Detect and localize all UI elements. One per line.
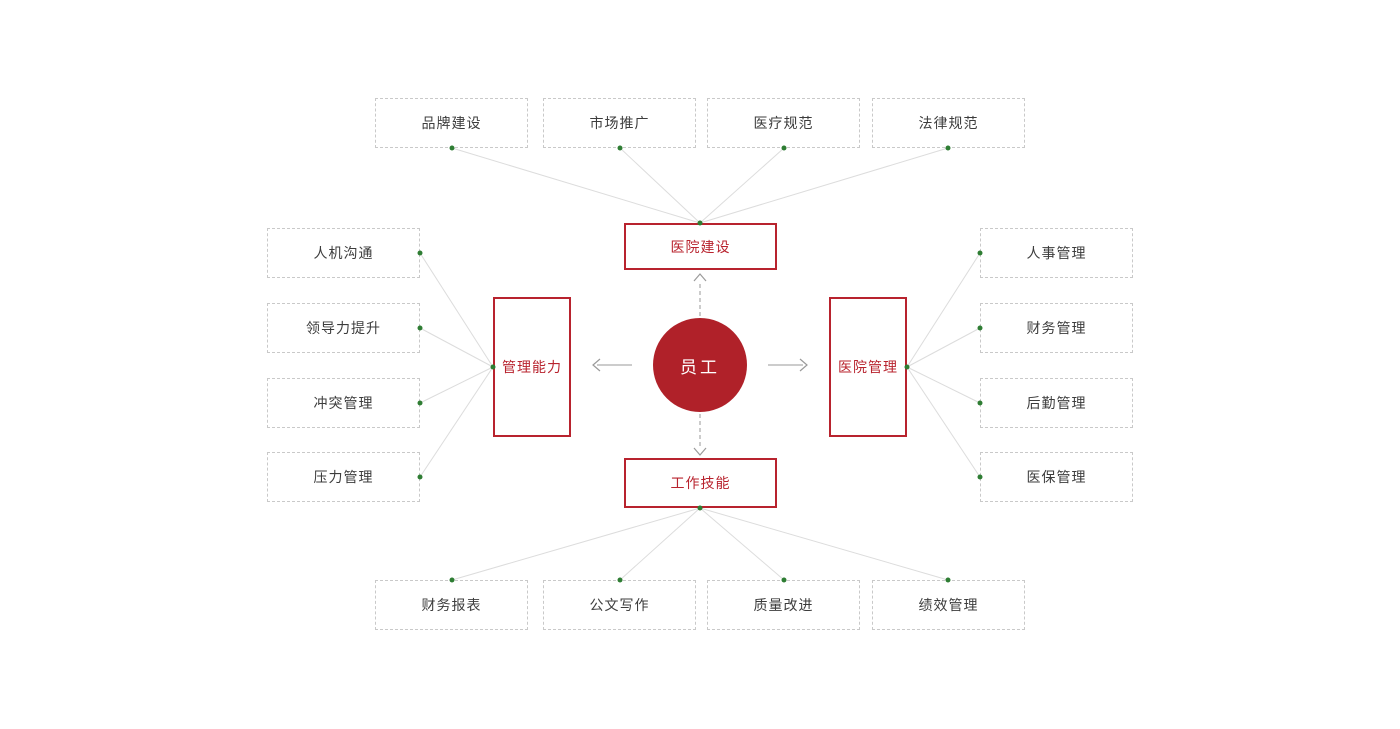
top-branch-connectors <box>449 145 951 226</box>
connector-line <box>699 507 785 581</box>
leaf-label: 财务管理 <box>1026 320 1087 336</box>
leaf-label: 法律规范 <box>918 115 979 131</box>
leaf-label: 公文写作 <box>589 597 650 613</box>
leaf-box-communication: 人机沟通 <box>267 228 420 278</box>
leaf-label: 冲突管理 <box>313 395 374 411</box>
center-node-employee: 员工 <box>653 318 747 412</box>
connector-line <box>419 366 494 478</box>
center-node-label: 员工 <box>680 357 720 377</box>
leaf-label: 人事管理 <box>1026 245 1087 261</box>
connector-line <box>906 366 981 478</box>
leaf-label: 品牌建设 <box>421 115 482 131</box>
leaf-label: 领导力提升 <box>306 320 381 336</box>
leaf-box-conflict-mgmt: 冲突管理 <box>267 378 420 428</box>
leaf-box-stress-mgmt: 压力管理 <box>267 452 420 502</box>
leaf-label: 医疗规范 <box>753 115 814 131</box>
branch-label: 医院建设 <box>670 238 731 255</box>
leaf-box-medical-standards: 医疗规范 <box>707 98 860 148</box>
connector-line <box>451 147 701 224</box>
connector-line <box>699 147 949 224</box>
connector-line <box>906 327 981 368</box>
branch-node-management-ability: 管理能力 <box>493 297 571 437</box>
leaf-label: 压力管理 <box>313 469 374 485</box>
leaf-box-finance-mgmt: 财务管理 <box>980 303 1133 353</box>
leaf-box-brand-building: 品牌建设 <box>375 98 528 148</box>
connector-line <box>419 252 494 368</box>
arrow-down-icon <box>693 447 707 456</box>
arrow-right-icon <box>799 358 808 372</box>
leaf-box-insurance-mgmt: 医保管理 <box>980 452 1133 502</box>
connector-line <box>619 507 701 581</box>
leaf-box-hr-mgmt: 人事管理 <box>980 228 1133 278</box>
leaf-box-market-promotion: 市场推广 <box>543 98 696 148</box>
leaf-label: 财务报表 <box>421 597 482 613</box>
leaf-box-logistics-mgmt: 后勤管理 <box>980 378 1133 428</box>
leaf-label: 人机沟通 <box>313 245 374 261</box>
connector-line <box>419 366 494 404</box>
branch-node-work-skills: 工作技能 <box>624 458 777 508</box>
branch-label: 管理能力 <box>502 359 562 375</box>
branch-node-hospital-management: 医院管理 <box>829 297 907 437</box>
connector-line <box>619 147 701 224</box>
leaf-label: 市场推广 <box>589 115 650 131</box>
leaf-box-financial-reports: 财务报表 <box>375 580 528 630</box>
branch-label: 工作技能 <box>670 475 731 491</box>
arrow-up-icon <box>693 273 707 282</box>
bottom-branch-connectors <box>449 505 951 583</box>
leaf-box-leadership: 领导力提升 <box>267 303 420 353</box>
arrow-left-icon <box>592 358 601 372</box>
connector-line <box>699 507 949 581</box>
leaf-box-quality-improvement: 质量改进 <box>707 580 860 630</box>
branch-label: 医院管理 <box>838 359 898 375</box>
left-branch-connectors <box>417 250 496 480</box>
leaf-label: 后勤管理 <box>1026 395 1087 411</box>
connector-line <box>699 147 785 224</box>
connector-line <box>419 327 494 368</box>
leaf-label: 医保管理 <box>1026 469 1087 485</box>
leaf-box-performance-mgmt: 绩效管理 <box>872 580 1025 630</box>
connector-line <box>451 507 701 581</box>
leaf-label: 质量改进 <box>753 597 814 613</box>
connector-line <box>906 252 981 368</box>
leaf-label: 绩效管理 <box>918 597 979 613</box>
leaf-box-official-writing: 公文写作 <box>543 580 696 630</box>
branch-node-hospital-construction: 医院建设 <box>624 223 777 270</box>
leaf-box-legal-standards: 法律规范 <box>872 98 1025 148</box>
right-branch-connectors <box>904 250 983 480</box>
connector-line <box>906 366 981 404</box>
